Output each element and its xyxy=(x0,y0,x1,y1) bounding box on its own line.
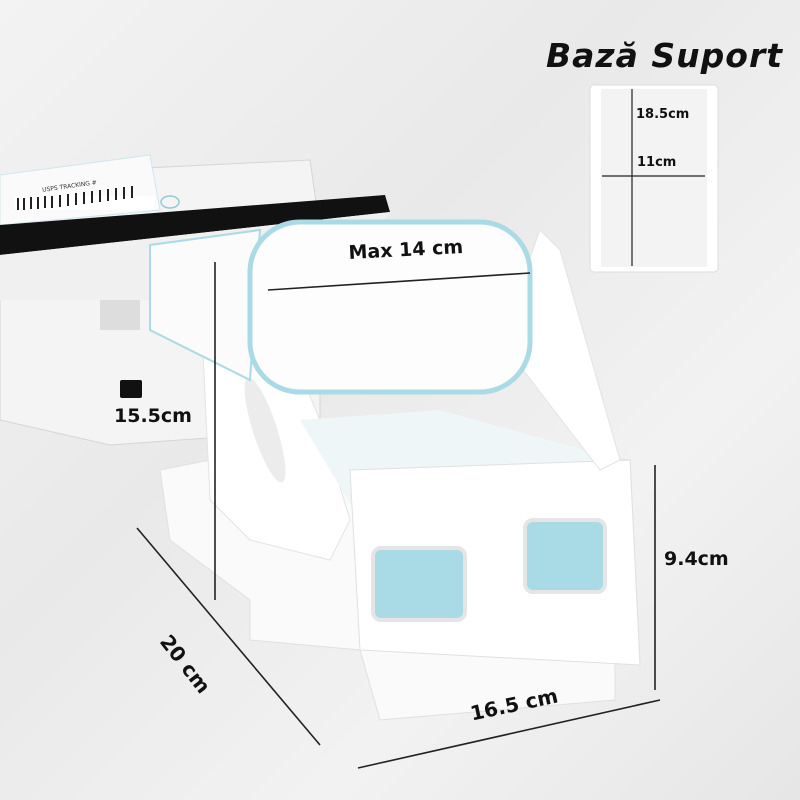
label-roll xyxy=(149,219,533,395)
dimension-lines xyxy=(136,262,661,769)
base-height-label: 18.5cm xyxy=(636,107,690,122)
stand-height-label: 15.5cm xyxy=(114,405,192,427)
power-button xyxy=(160,195,180,209)
barcode xyxy=(15,186,155,210)
power-switch xyxy=(120,380,142,398)
base-width-label: 11cm xyxy=(637,155,677,170)
front-height-label: 9.4cm xyxy=(664,548,729,570)
base-support-diagram xyxy=(589,84,719,273)
label-stand xyxy=(159,229,641,721)
base-support-title: Bază Suport xyxy=(546,36,783,75)
